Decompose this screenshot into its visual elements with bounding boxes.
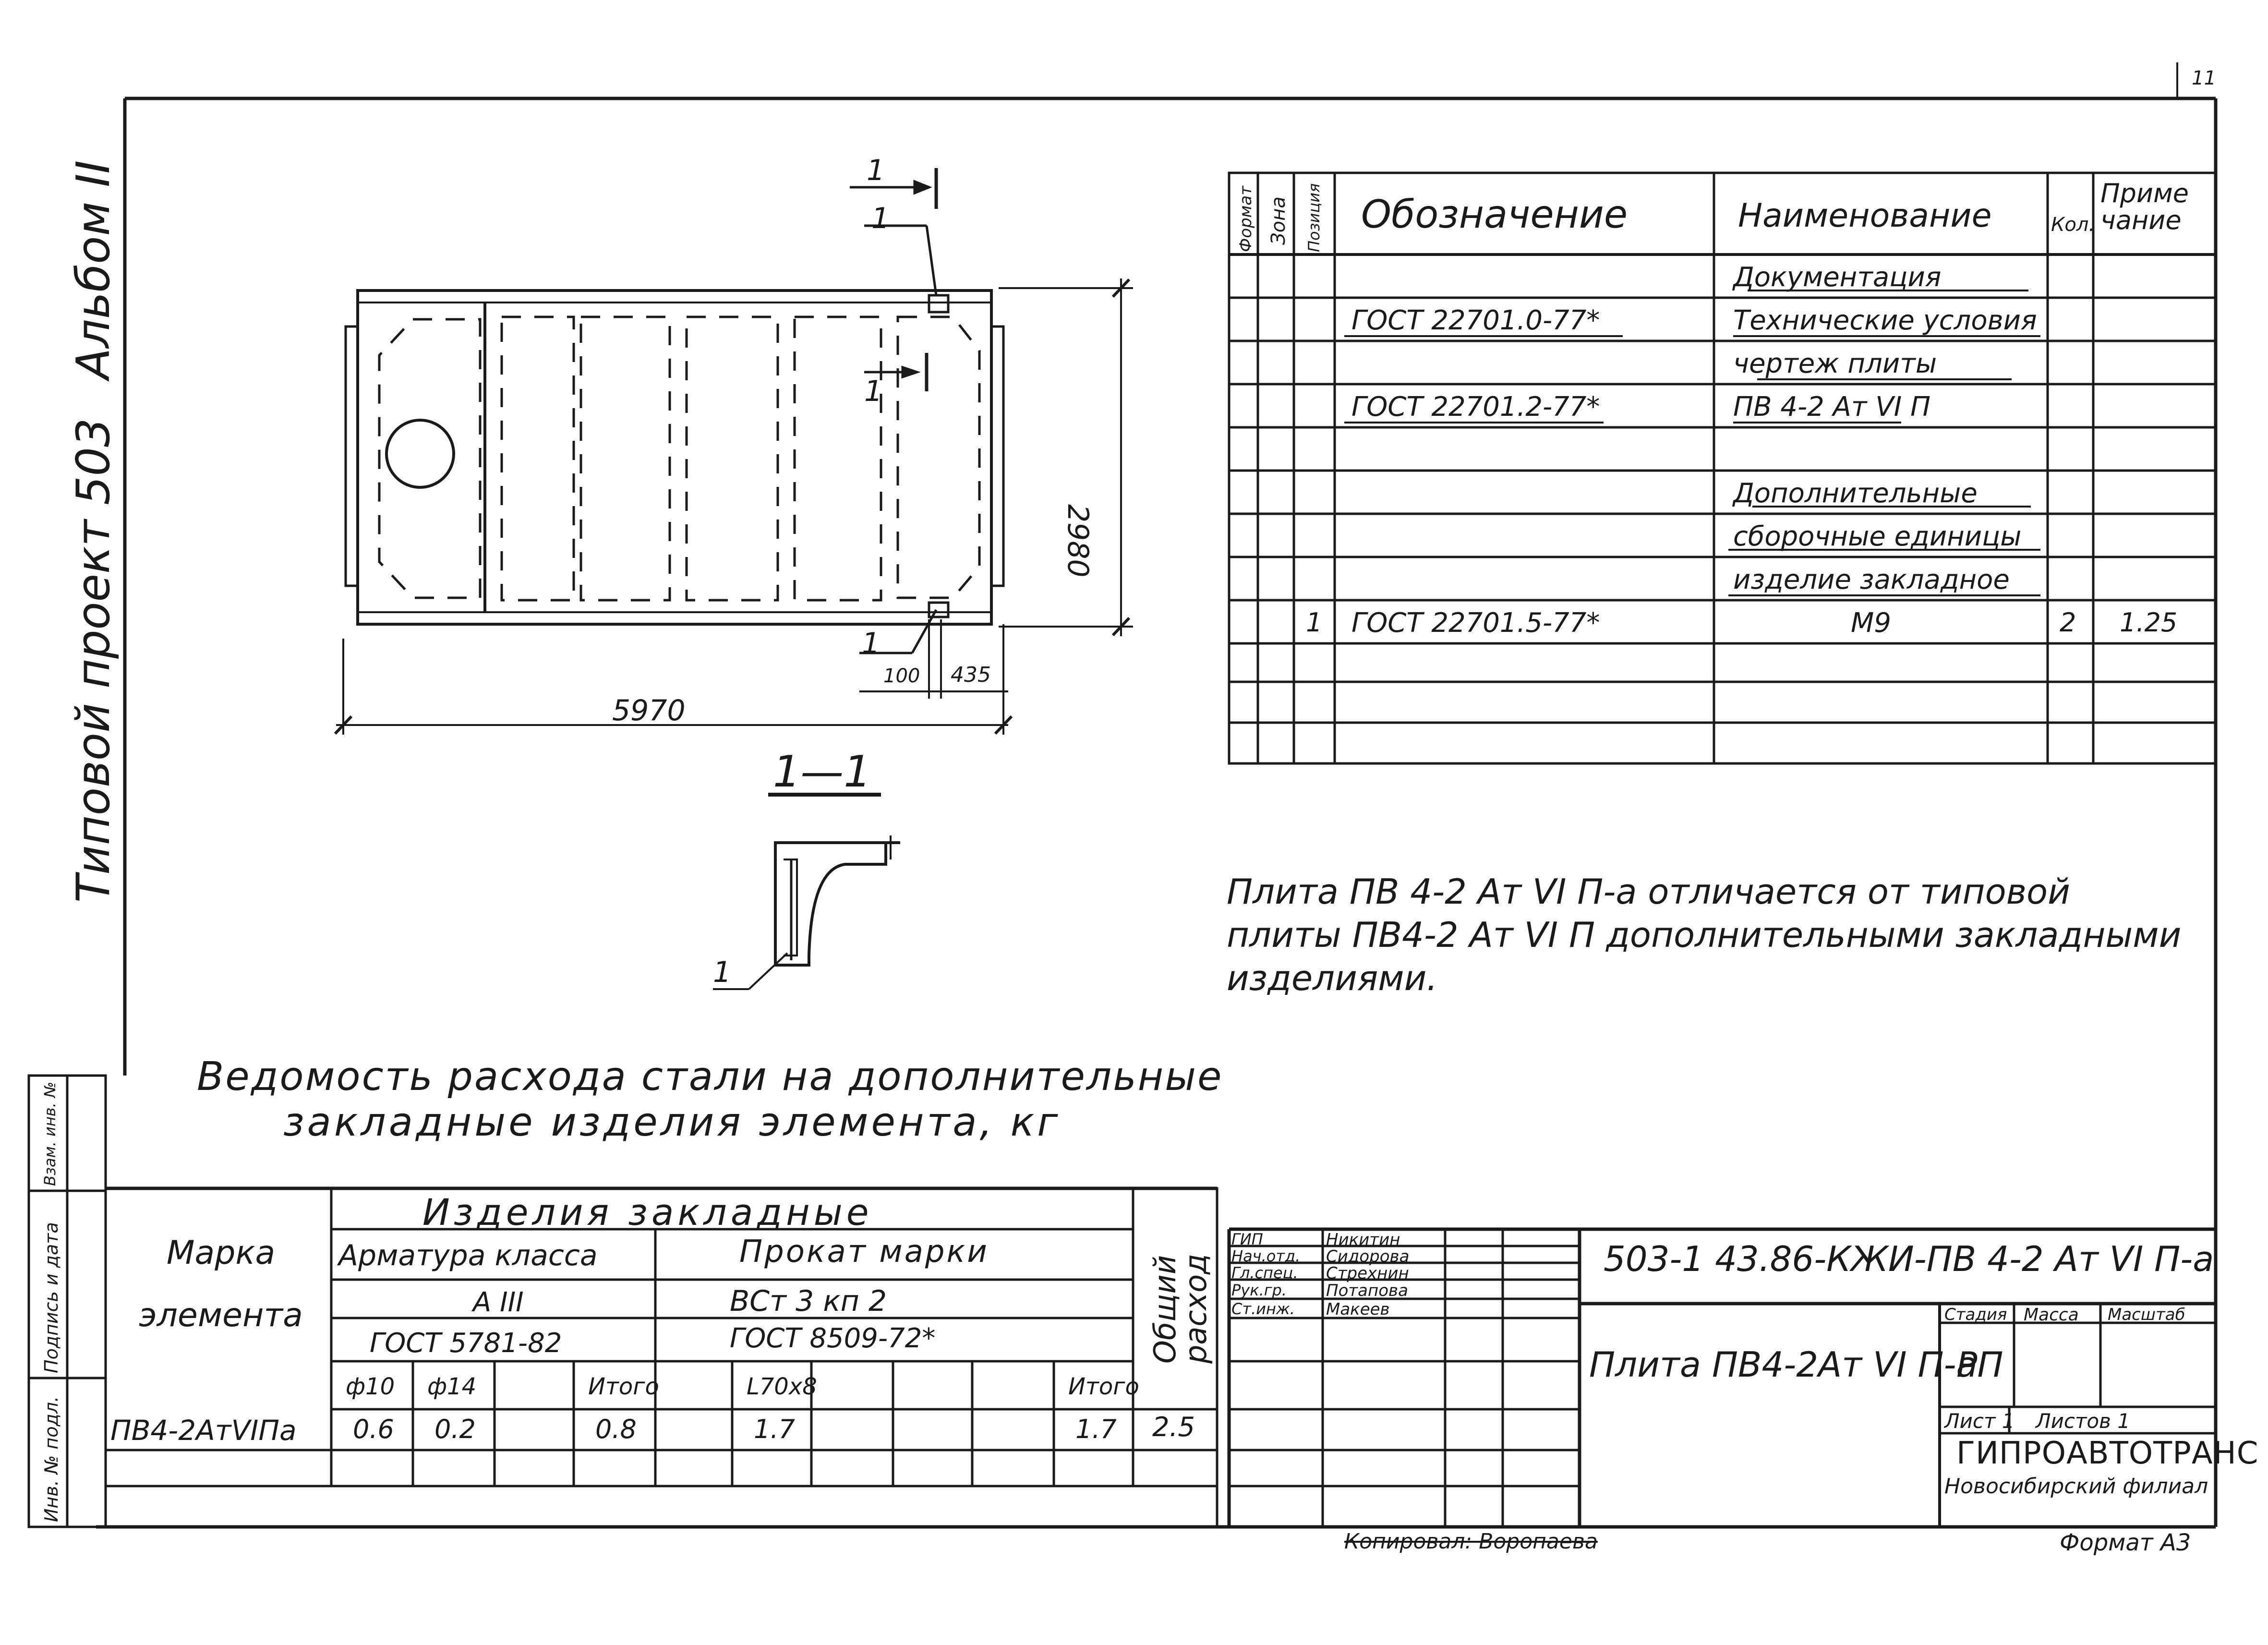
spec-row-note: 1.25 bbox=[2120, 607, 2178, 638]
steel-total-header: Общий расход bbox=[1147, 1254, 1213, 1364]
title-stage-header: Стадия bbox=[1944, 1305, 2007, 1324]
spec-table-grid bbox=[1228, 171, 2217, 765]
note-line-2: плиты ПВ4-2 Ат VI П дополнительными закл… bbox=[1227, 915, 2182, 955]
title-org-branch: Новосибирский филиал bbox=[1944, 1474, 2208, 1499]
side-label-project: Типовой проект 503 bbox=[67, 418, 120, 903]
title-sheets-label: Листов 1 bbox=[2036, 1409, 2130, 1433]
title-role: Рук.гр. bbox=[1231, 1281, 1287, 1299]
title-person: Стрехнин bbox=[1326, 1264, 1409, 1283]
title-role: ГИП bbox=[1231, 1230, 1263, 1248]
section-marks bbox=[850, 168, 938, 654]
spec-col-designation: Обозначение bbox=[1361, 192, 1628, 237]
side-label-album: Альбом II bbox=[67, 160, 120, 379]
dim-length: 5970 bbox=[612, 694, 686, 727]
callout-bottom: 1 bbox=[862, 627, 881, 660]
spec-col-zone: Зона bbox=[1267, 196, 1290, 245]
steel-rebar-gost: ГОСТ 5781-82 bbox=[370, 1328, 562, 1359]
steel-rolled-grade: ВСт 3 кп 2 bbox=[730, 1284, 887, 1318]
note-line-3: изделиями. bbox=[1227, 958, 1438, 998]
title-block-grid bbox=[1227, 1227, 2216, 1527]
steel-title-line-2: закладные изделия элемента, кг bbox=[283, 1100, 1061, 1145]
note-line-1: Плита ПВ 4-2 Ат VI П-а отличается от тип… bbox=[1227, 871, 2070, 912]
steel-table-grid bbox=[104, 1186, 1218, 1528]
spec-row-position: 1 bbox=[1306, 607, 1323, 638]
steel-cell-value: 0.8 bbox=[595, 1414, 637, 1444]
spec-row-name: Дополнительные bbox=[1733, 478, 1978, 509]
dim-width: 2980 bbox=[1061, 504, 1095, 578]
steel-mark-header: Марка элемента bbox=[139, 1234, 303, 1334]
spec-row-name: Документация bbox=[1733, 262, 1942, 293]
title-stage-value: РП bbox=[1956, 1344, 2003, 1385]
stamp-replaces: Взам. инв. № bbox=[41, 1081, 59, 1186]
spec-row-name: изделие закладное bbox=[1733, 564, 2010, 595]
title-code: 503-1 43.86-КЖИ-ПВ 4-2 Ат VI П-а bbox=[1604, 1239, 2214, 1279]
left-stamp-strip bbox=[27, 1074, 107, 1528]
title-mass-header: Масса bbox=[2024, 1305, 2079, 1325]
dimension-lines bbox=[334, 278, 1133, 735]
steel-row-total: 2.5 bbox=[1152, 1412, 1195, 1443]
spec-row-designation: ГОСТ 22701.5-77* bbox=[1351, 607, 1600, 639]
title-scale-header: Масштаб bbox=[2108, 1305, 2185, 1324]
spec-row-name: сборочные единицы bbox=[1733, 521, 2022, 552]
embedded-parts-marks bbox=[928, 294, 950, 618]
steel-title-line-1: Ведомость расхода стали на дополнительны… bbox=[197, 1054, 1223, 1100]
callout-top: 1 bbox=[871, 202, 890, 235]
steel-subcol-header: L70х8 bbox=[747, 1373, 817, 1400]
section-view-title: 1—1 bbox=[773, 747, 871, 797]
title-org-name: ГИПРОАВТОТРАНС bbox=[1956, 1436, 2259, 1471]
spec-col-name: Наименование bbox=[1738, 197, 1992, 235]
steel-rolled-header: Прокат марки bbox=[739, 1234, 989, 1270]
mounting-hole bbox=[385, 419, 455, 489]
steel-subcol-header: ф10 bbox=[346, 1373, 395, 1400]
steel-row-mark: ПВ4-2АтVIПа bbox=[110, 1414, 297, 1447]
spec-col-format: Формат bbox=[1236, 186, 1255, 252]
steel-cell-value: 0.2 bbox=[434, 1414, 476, 1444]
steel-cell-value: 1.7 bbox=[754, 1414, 795, 1444]
plate-ribs-dashed bbox=[378, 315, 981, 602]
steel-rebar-header: Арматура класса bbox=[338, 1239, 598, 1272]
spec-row-name: чертеж плиты bbox=[1733, 348, 1937, 379]
spec-row-designation: ГОСТ 22701.0-77* bbox=[1351, 305, 1600, 336]
section-mark-label: 1 bbox=[867, 154, 885, 187]
dim-small-offset: 100 bbox=[883, 665, 920, 687]
title-person: Макеев bbox=[1326, 1300, 1390, 1319]
spec-underlines bbox=[1344, 290, 2040, 596]
stamp-inv-orig: Инв. № подл. bbox=[41, 1396, 62, 1522]
callout-mid: 1 bbox=[864, 375, 883, 408]
section-detail bbox=[713, 835, 900, 990]
spec-col-position: Позиция bbox=[1305, 183, 1323, 252]
steel-rebar-class: А III bbox=[473, 1287, 524, 1318]
spec-row-designation: ГОСТ 22701.2-77* bbox=[1351, 391, 1600, 423]
spec-row-name: ПВ 4-2 Ат VI П bbox=[1733, 391, 1931, 423]
stamp-sign-date: Подпись и дата bbox=[41, 1222, 62, 1373]
spec-row-name: М9 bbox=[1851, 607, 1891, 639]
title-person: Никитин bbox=[1326, 1230, 1400, 1249]
title-person: Потапова bbox=[1326, 1281, 1408, 1300]
steel-subcol-header: Итого bbox=[588, 1373, 659, 1400]
steel-rolled-gost: ГОСТ 8509-72* bbox=[730, 1323, 936, 1354]
spec-col-qty: Кол. bbox=[2051, 214, 2095, 236]
steel-cell-value: 0.6 bbox=[353, 1414, 394, 1444]
title-role: Гл.спец. bbox=[1231, 1264, 1298, 1282]
steel-group-header: Изделия закладные bbox=[422, 1191, 873, 1234]
copied-by: Копировал: Воропаева bbox=[1344, 1529, 1598, 1554]
steel-subcol-header: Итого bbox=[1068, 1373, 1139, 1400]
title-role: Ст.инж. bbox=[1231, 1300, 1295, 1318]
spec-row-qty: 2 bbox=[2060, 607, 2076, 638]
dim-offset: 435 bbox=[951, 663, 991, 687]
title-role: Нач.отд. bbox=[1231, 1247, 1301, 1265]
plate-plan-view bbox=[344, 289, 1005, 626]
steel-cell-value: 1.7 bbox=[1075, 1414, 1117, 1444]
spec-col-note: Приме чание bbox=[2100, 178, 2189, 235]
sheet-format: Формат А3 bbox=[2060, 1529, 2191, 1556]
title-sheet-name: Плита ПВ4-2Ат VI П-а bbox=[1589, 1344, 1978, 1385]
spec-row-name: Технические условия bbox=[1733, 305, 2037, 336]
sheet-corner-number: 11 bbox=[2192, 67, 2216, 89]
title-person: Сидорова bbox=[1326, 1247, 1410, 1266]
steel-subcol-header: ф14 bbox=[427, 1373, 477, 1400]
title-sheet-label: Лист 1 bbox=[1944, 1409, 2015, 1433]
section-detail-callout: 1 bbox=[713, 956, 732, 989]
